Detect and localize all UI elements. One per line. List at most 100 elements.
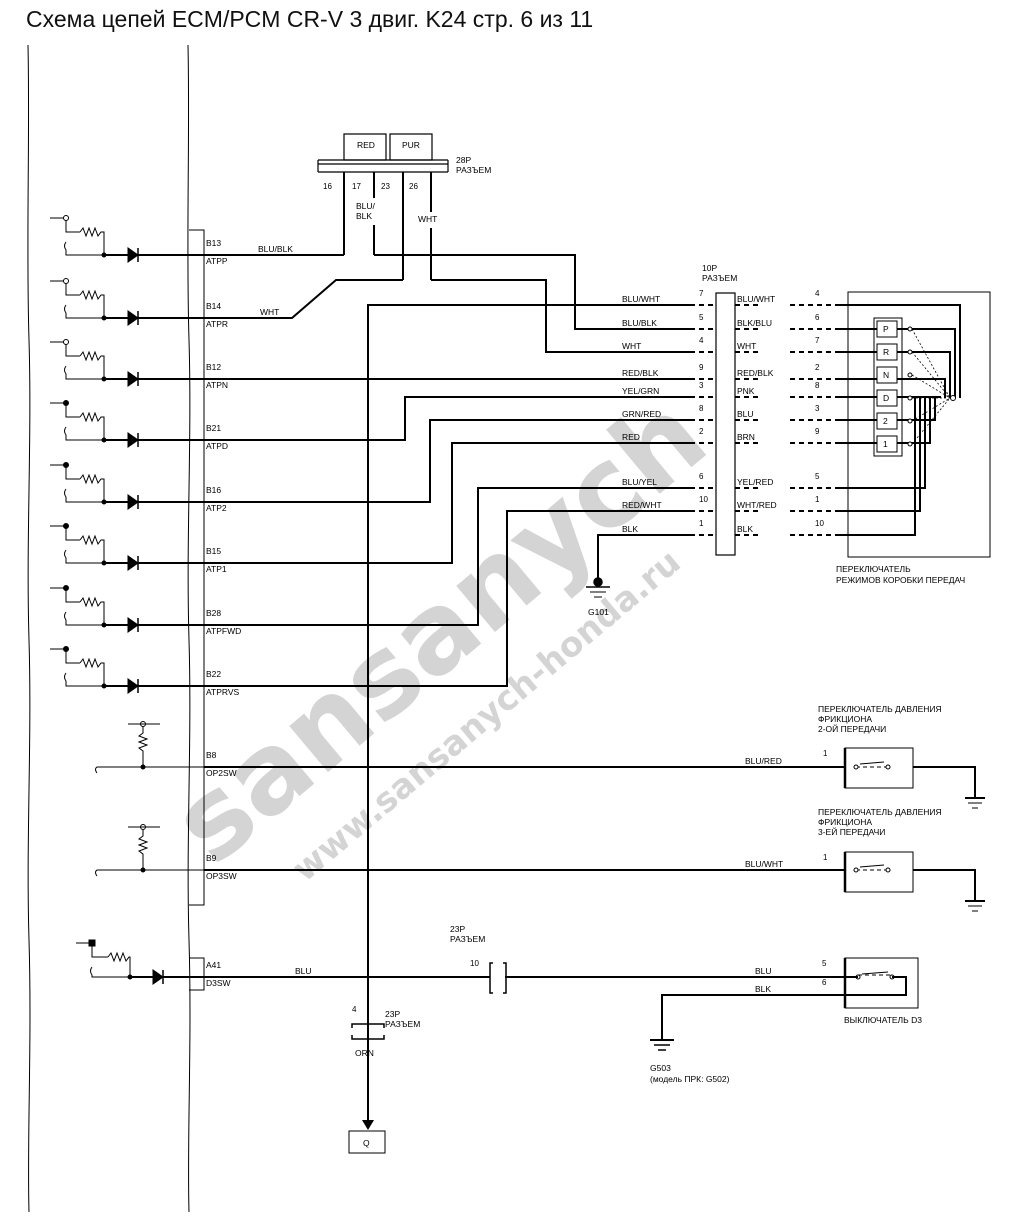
connector-10p: 10P РАЗЪЕМ BLU/WHT7BLU/WHT4BLU/BLK5BLK/B…: [622, 263, 836, 556]
ecm-pin-labels: B13ATPPB14ATPRB12ATPNB21ATPDB16ATP2B15AT…: [206, 238, 241, 988]
wire-red-label: RED: [357, 140, 375, 150]
ground-g503-note: (модель ПРК: G502): [650, 1074, 730, 1084]
ecm-driver-circuit: [50, 400, 204, 448]
svg-text:1: 1: [823, 853, 828, 862]
ecm-signal-op3sw: OP3SW: [206, 871, 237, 881]
svg-text:ПЕРЕКЛЮЧАТЕЛЬ ДАВЛЕНИЯ: ПЕРЕКЛЮЧАТЕЛЬ ДАВЛЕНИЯ: [818, 807, 942, 817]
wire-a41-label: BLU: [295, 966, 312, 976]
svg-text:3: 3: [815, 404, 820, 413]
ecm-driver-circuit: [50, 585, 204, 633]
svg-text:RED/WHT: RED/WHT: [622, 500, 662, 510]
svg-text:8: 8: [699, 404, 704, 413]
svg-text:4: 4: [699, 336, 704, 345]
wire-wht-label: WHT: [418, 214, 437, 224]
ground-g503-label: G503: [650, 1063, 671, 1073]
svg-text:BLU/WHT: BLU/WHT: [622, 294, 660, 304]
svg-text:7: 7: [815, 336, 820, 345]
connector-10p-label-2: РАЗЪЕМ: [702, 273, 737, 283]
svg-text:ФРИКЦИОНА: ФРИКЦИОНА: [818, 714, 872, 724]
terminal-q: Q: [363, 1138, 370, 1148]
mode-position-2: 2: [876, 397, 951, 430]
svg-text:РАЗЪЕМ: РАЗЪЕМ: [450, 934, 485, 944]
ecm-signal-atp2: ATP2: [206, 503, 227, 513]
svg-text:9: 9: [699, 363, 704, 372]
pin-26: 26: [409, 182, 418, 191]
ecm-pin-b9: B9: [206, 853, 217, 863]
svg-text:3-ЕЙ ПЕРЕДАЧИ: 3-ЕЙ ПЕРЕДАЧИ: [818, 826, 885, 837]
ecm-driver-circuit: [50, 646, 204, 694]
mode-position-1: 1: [876, 397, 951, 453]
svg-text:23P: 23P: [385, 1009, 400, 1019]
svg-text:ORN: ORN: [355, 1048, 374, 1058]
wire-b14-label: WHT: [260, 307, 279, 317]
ecm-signal-atp1: ATP1: [206, 564, 227, 574]
connector-28p: RED PUR 28P РАЗЪЕМ 16 17 23 26 BLU/ BLK …: [317, 133, 491, 280]
svg-text:RED/BLK: RED/BLK: [622, 368, 659, 378]
wires: [204, 254, 845, 1128]
svg-text:BLK: BLK: [737, 524, 753, 534]
svg-text:BLK: BLK: [755, 984, 771, 994]
svg-text:YEL/RED: YEL/RED: [737, 477, 773, 487]
mode-position-d: D: [876, 389, 950, 407]
svg-text:BLU/YEL: BLU/YEL: [622, 477, 657, 487]
svg-text:6: 6: [815, 313, 820, 322]
page-title: Схема цепей ECM/PCM CR-V 3 двиг. K24 стр…: [26, 6, 594, 32]
svg-text:P: P: [883, 324, 889, 334]
svg-text:2-ОЙ ПЕРЕДАЧИ: 2-ОЙ ПЕРЕДАЧИ: [818, 723, 886, 734]
svg-text:7: 7: [699, 289, 704, 298]
svg-text:9: 9: [815, 427, 820, 436]
svg-text:R: R: [883, 347, 889, 357]
svg-text:3: 3: [699, 381, 704, 390]
svg-text:1: 1: [823, 749, 828, 758]
ecm-driver-circuit: [50, 339, 204, 387]
wire-blu-red-label: BLU/RED: [745, 756, 782, 766]
ecm-signal-atprvs: ATPRVS: [206, 687, 240, 697]
svg-text:2: 2: [815, 363, 820, 372]
ecm-pin-b15: B15: [206, 546, 221, 556]
svg-text:РАЗЪЕМ: РАЗЪЕМ: [385, 1019, 420, 1029]
mode-position-r: R: [876, 343, 951, 399]
svg-text:BLK/BLU: BLK/BLU: [737, 318, 772, 328]
connector-23p-a: 23P РАЗЪЕМ 10: [450, 924, 507, 994]
ecm-signal-atpr: ATPR: [206, 319, 228, 329]
ecm-pin-b12: B12: [206, 362, 221, 372]
svg-text:6: 6: [822, 978, 827, 987]
pin-23: 23: [381, 182, 390, 191]
ecm-pin-b21: B21: [206, 423, 221, 433]
svg-text:ПЕРЕКЛЮЧАТЕЛЬ ДАВЛЕНИЯ: ПЕРЕКЛЮЧАТЕЛЬ ДАВЛЕНИЯ: [818, 704, 942, 714]
svg-text:BLU: BLU: [755, 966, 772, 976]
svg-text:GRN/RED: GRN/RED: [622, 409, 661, 419]
connector-10p-rows: BLU/WHT7BLU/WHT4BLU/BLK5BLK/BLU6WHT4WHT7…: [622, 289, 836, 536]
pin-17: 17: [352, 182, 361, 191]
svg-text:8: 8: [815, 381, 820, 390]
wire-b13-label: BLU/BLK: [258, 244, 293, 254]
ecm-pin-b13: B13: [206, 238, 221, 248]
svg-text:1: 1: [883, 439, 888, 449]
watermark: sansanych www.sansanych-honda.ru: [148, 371, 729, 890]
ecm-circuits: [50, 215, 204, 985]
svg-text:RED: RED: [622, 432, 640, 442]
svg-text:D: D: [883, 393, 889, 403]
svg-text:4: 4: [352, 1005, 357, 1014]
pressure-switch-2nd: ПЕРЕКЛЮЧАТЕЛЬ ДАВЛЕНИЯ ФРИКЦИОНА 2-ОЙ ПЕ…: [745, 704, 985, 809]
ecm-pin-b14: B14: [206, 301, 221, 311]
svg-text:WHT: WHT: [622, 341, 641, 351]
d3-switch-label: ВЫКЛЮЧАТЕЛЬ D3: [844, 1015, 922, 1025]
ground-g503: [650, 1039, 674, 1051]
mode-switch-label-2: РЕЖИМОВ КОРОБКИ ПЕРЕДАЧ: [836, 575, 965, 585]
svg-text:BRN: BRN: [737, 432, 755, 442]
svg-text:10: 10: [699, 495, 708, 504]
wire-blu-blk-label-1: BLU/: [356, 201, 376, 211]
svg-text:BLU: BLU: [737, 409, 754, 419]
d3-switch: BLU BLK 5 6 ВЫКЛЮЧАТЕЛЬ D3: [755, 957, 922, 1025]
ecm-signal-d3sw: D3SW: [206, 978, 231, 988]
ground-g101-label: G101: [588, 607, 609, 617]
svg-text:BLU/BLK: BLU/BLK: [622, 318, 657, 328]
ecm-signal-op2sw: OP2SW: [206, 768, 237, 778]
svg-text:WHT/RED: WHT/RED: [737, 500, 777, 510]
ecm-pin-b8: B8: [206, 750, 217, 760]
